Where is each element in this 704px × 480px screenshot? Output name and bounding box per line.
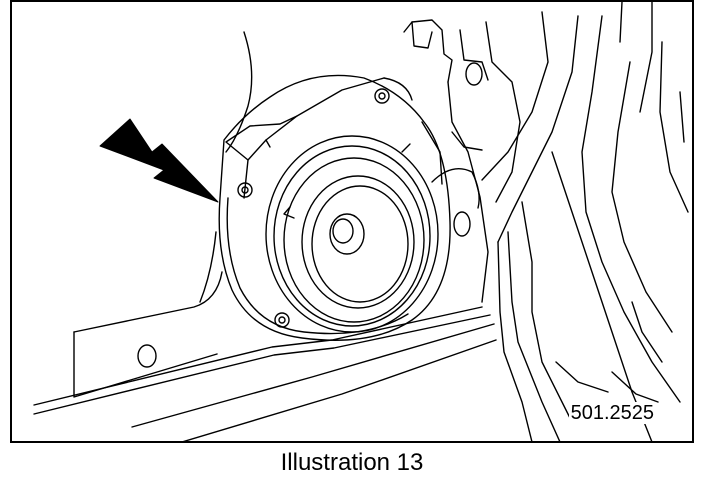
bracket-screw [237,182,253,198]
figure-caption: Illustration 13 [280,449,424,476]
bracket-screw [374,88,390,104]
door-trim [73,31,253,398]
speaker [265,135,439,333]
part-number: 501.2525 [568,402,656,424]
speaker-dustcap [329,213,365,255]
door-frame [403,2,689,441]
speaker-cone [301,175,415,309]
arrow-icon [99,118,219,203]
mounting-hole [137,344,157,368]
speaker-bracket [218,74,451,341]
line-drawing [33,2,689,441]
bracket-screw [274,312,290,328]
illustration-frame: 501.2525 [10,0,694,443]
